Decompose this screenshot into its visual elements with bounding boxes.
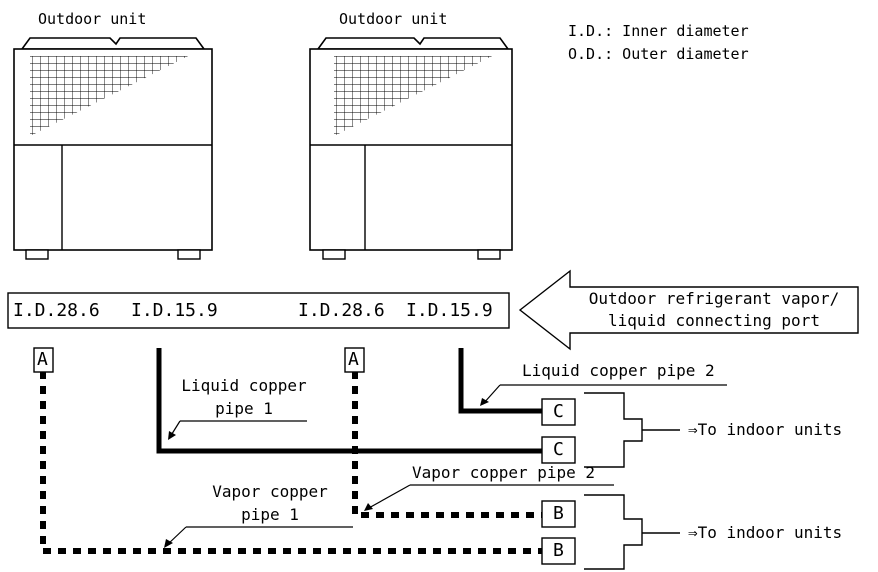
- port-arrow-shape: [518, 269, 859, 351]
- liquid-pipe-2-label: Liquid copper pipe 2: [522, 361, 715, 380]
- vapor-pipe-1-label-line-2: pipe 1: [241, 505, 299, 524]
- vapor-pipe-2-line: [352, 371, 542, 518]
- indoor-units-target-liquid: ⇒To indoor units: [688, 420, 843, 439]
- leader-lines: [166, 384, 727, 546]
- box-b-upper: [541, 500, 576, 528]
- leader-arrowheads: [164, 398, 489, 548]
- unit-1-foot: [177, 249, 201, 260]
- liquid-pipe-1-label: Liquid copper: [181, 376, 307, 395]
- liquid-pipe-1-label-line-2: pipe 1: [215, 399, 273, 418]
- unit-2-cabinet: [309, 48, 513, 251]
- vapor-pipe-1-label: Vapor copper: [212, 482, 328, 501]
- box-c-lower: [541, 436, 576, 464]
- unit-2-fan-top: [316, 37, 510, 50]
- box-c-upper: [541, 398, 576, 426]
- box-a-left-letter: A: [37, 349, 48, 370]
- port-arrow-line-1: Outdoor refrigerant vapor/: [588, 289, 840, 308]
- connection-port-bar: [7, 292, 510, 329]
- branch-joint-vapor: [584, 494, 643, 570]
- port-size-label: I.D.15.9: [406, 300, 493, 321]
- unit-1-foot: [25, 249, 49, 260]
- port-size-label: I.D.28.6: [298, 300, 385, 321]
- port-arrow-line-2: liquid connecting port: [608, 311, 820, 330]
- legend-inner-diameter: I.D.: Inner diameter: [568, 22, 749, 40]
- unit-1-fan-top: [20, 37, 206, 50]
- box-a-right-letter: A: [348, 349, 359, 370]
- liquid-pipe-2-line: [458, 348, 542, 414]
- vapor-pipe-2-label: Vapor copper pipe 2: [412, 463, 596, 482]
- box-b-lower-letter: B: [553, 540, 564, 561]
- branch-joint-liquid: [584, 392, 643, 468]
- vapor-pipe-1-line: [40, 371, 542, 554]
- box-c-upper-letter: C: [553, 401, 564, 422]
- legend-outer-diameter: O.D.: Outer diameter: [568, 45, 749, 63]
- outdoor-unit-2-title: Outdoor unit: [339, 10, 448, 28]
- box-a-left: [33, 347, 54, 373]
- liquid-pipe-1-line: [156, 348, 542, 454]
- unit-2-foot: [477, 249, 501, 260]
- outdoor-unit-1: [13, 37, 213, 260]
- unit-2-foot: [322, 249, 346, 260]
- box-b-lower: [541, 537, 576, 565]
- port-size-label: I.D.15.9: [131, 300, 218, 321]
- indoor-units-target-vapor: ⇒To indoor units: [688, 523, 843, 542]
- box-c-lower-letter: C: [553, 439, 564, 460]
- port-size-label: I.D.28.6: [13, 300, 100, 321]
- outdoor-unit-2: [309, 37, 513, 260]
- outdoor-unit-1-title: Outdoor unit: [38, 10, 147, 28]
- box-b-upper-letter: B: [553, 503, 564, 524]
- box-a-right: [344, 347, 365, 373]
